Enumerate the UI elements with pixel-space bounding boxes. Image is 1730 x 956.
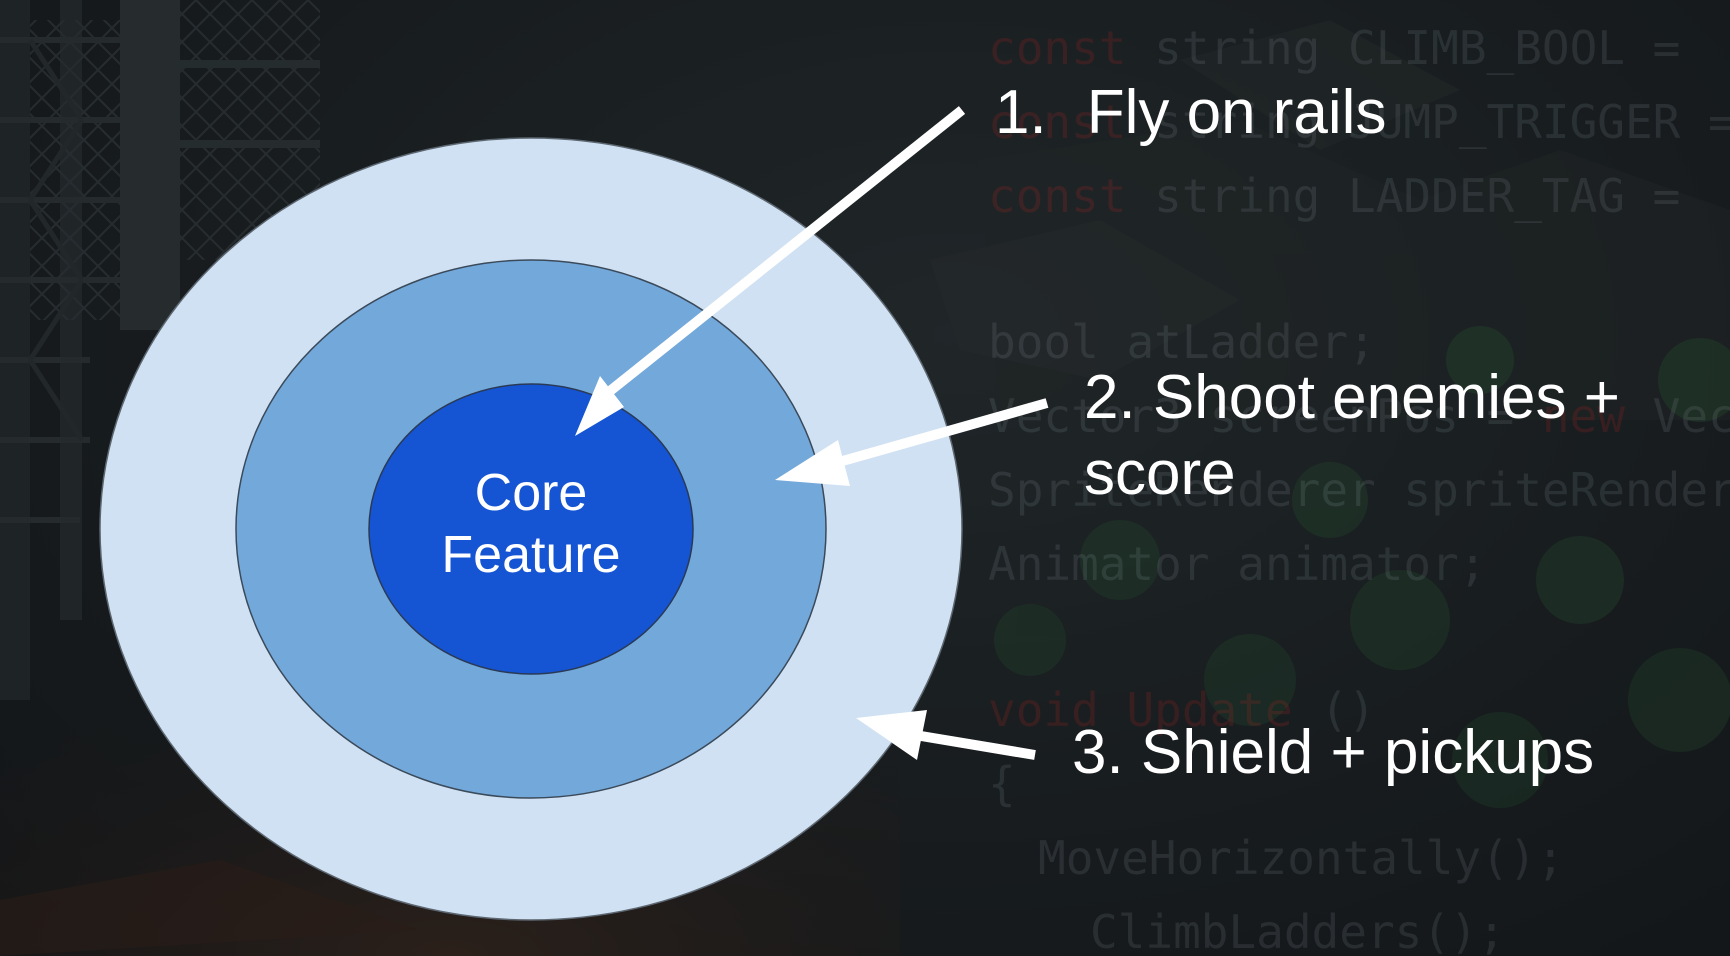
item-2-line-1: 2. Shoot enemies + — [1084, 363, 1620, 432]
core-label-line-1: Core — [474, 464, 588, 522]
code-line-3: const string LADDER_TAG = — [988, 169, 1680, 223]
code-line-10: MoveHorizontally(); — [1038, 831, 1564, 885]
item-3-label: 3. Shield + pickups — [1072, 715, 1594, 791]
code-line-11: ClimbLadders(); — [1090, 905, 1505, 956]
item-2-label: 2. Shoot enemies + score — [1084, 360, 1620, 511]
foliage — [994, 326, 1730, 808]
arrow-3 — [856, 710, 1036, 760]
item-1-text: Fly on rails — [1086, 78, 1387, 147]
core-feature-label: Core Feature — [381, 462, 681, 587]
tower-structure — [0, 0, 320, 700]
code-line-4: bool atLadder; — [988, 315, 1376, 369]
code-line-2: const string JUMP_TRIGGER = — [988, 95, 1730, 149]
core-label-line-2: Feature — [441, 526, 621, 585]
code-line-6: SpriteRenderer spriteRender — [988, 463, 1730, 517]
item-2-line-2: score — [1084, 438, 1236, 508]
code-line-1: const string CLIMB_BOOL = — [988, 21, 1680, 75]
core-feature-circle — [368, 383, 694, 675]
item-1-number: 1. — [995, 78, 1047, 147]
arrow-1 — [575, 106, 966, 436]
item-1-label: 1. Fly on rails — [995, 75, 1386, 151]
code-line-9: { — [988, 757, 1016, 811]
code-line-8: void Update () — [988, 683, 1376, 737]
code-line-7: Animator animator; — [988, 537, 1487, 591]
arrow-2 — [775, 398, 1049, 486]
code-line-5: Vector3 screenPos = new Vec — [988, 389, 1730, 443]
terrain — [930, 20, 1730, 420]
item-3-text: 3. Shield + pickups — [1072, 718, 1595, 787]
